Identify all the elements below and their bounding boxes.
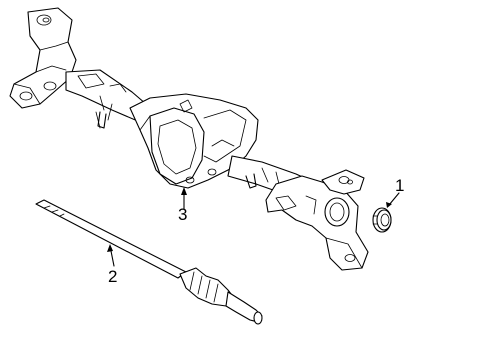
callout-leaders	[107, 187, 400, 267]
seal	[372, 207, 392, 233]
right-mounting-bracket	[265, 169, 369, 271]
callout-label-1: 1	[395, 176, 405, 195]
callout-label-2: 2	[108, 267, 118, 286]
callout-label-3: 3	[178, 205, 188, 224]
left-mounting-bracket	[9, 7, 77, 109]
axle-housing	[129, 93, 259, 189]
axle-shaft	[35, 199, 263, 325]
axle-tube-left	[65, 69, 147, 129]
